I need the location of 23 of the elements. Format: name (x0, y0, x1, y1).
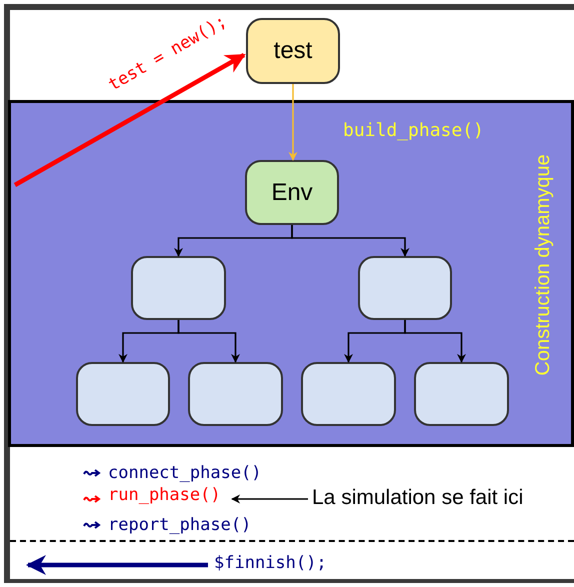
phase-call: run_phase() (108, 484, 221, 506)
rounded-box (414, 362, 509, 426)
construction-band (8, 100, 574, 447)
connector-arrow (404, 320, 466, 363)
rounded-box: test (246, 18, 340, 84)
call-text: $finnish(); (214, 551, 327, 575)
vertical-label: Construction dynamyque (531, 154, 555, 376)
phase-call: connect_phase() (108, 462, 262, 484)
connector-arrow (14, 53, 246, 187)
note-text: La simulation se fait ici (312, 484, 524, 512)
connector-arrow (178, 320, 240, 363)
leader-arrow (231, 494, 308, 504)
phase-call: report_phase() (108, 514, 252, 536)
connector-arrow (291, 225, 410, 257)
rounded-box (188, 362, 283, 426)
rounded-box (131, 256, 226, 320)
connector-arrow (288, 84, 298, 161)
rounded-box: Env (245, 160, 339, 225)
rounded-box (301, 362, 396, 426)
arrow (26, 555, 208, 575)
phase-label: build_phase() (343, 119, 484, 143)
rounded-box (358, 256, 452, 320)
rounded-box (76, 362, 170, 426)
